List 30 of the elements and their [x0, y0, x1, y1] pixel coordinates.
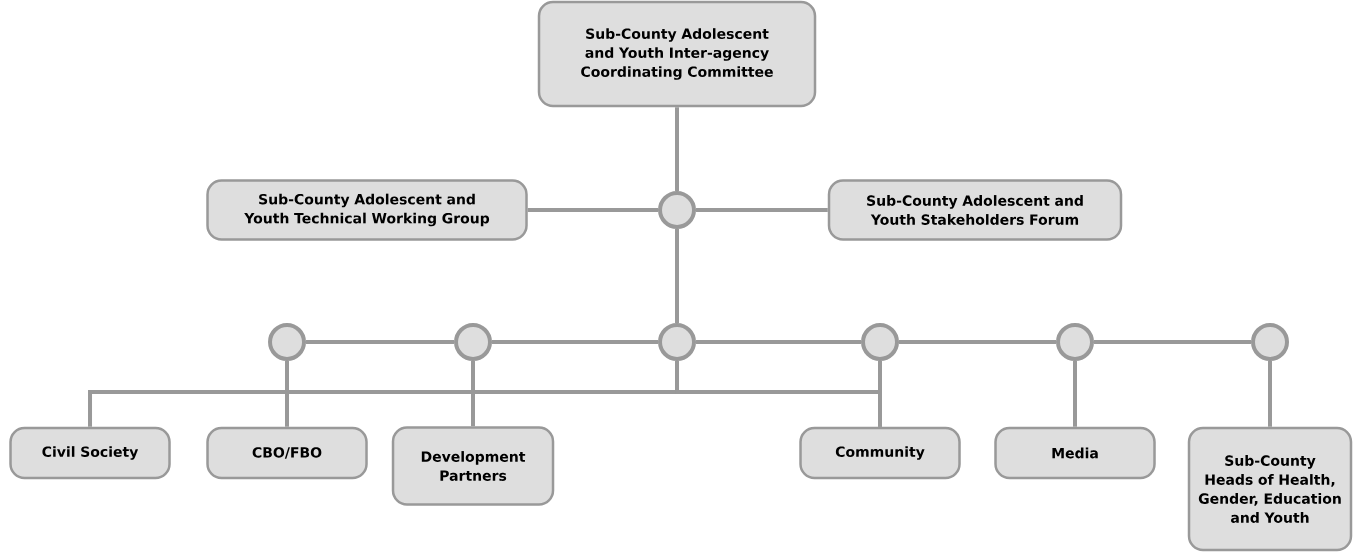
connector-line: [675, 107, 679, 191]
org-box: CBO/FBO: [206, 426, 368, 480]
connector-line: [1268, 361, 1272, 427]
junction-circle: [1251, 323, 1289, 361]
junction-circle: [658, 323, 696, 361]
org-box: Sub-County Adolescent and Youth Stakeholders Forum: [827, 179, 1123, 241]
org-box: Sub-County Adolescent and Youth Inter-agency Coordinating Committee: [537, 0, 817, 108]
connector-line: [1073, 361, 1077, 427]
org-box: Sub-County Adolescent and Youth Technical Working Group: [206, 179, 528, 241]
connector-line: [675, 229, 679, 323]
junction-circle: [658, 191, 696, 229]
junction-circle: [1056, 323, 1094, 361]
connector-line: [471, 361, 475, 427]
org-box: Community: [799, 426, 961, 480]
connector-line: [527, 208, 658, 212]
connector-line: [492, 340, 658, 344]
org-box: Sub-County Heads of Health, Gender, Education and Youth: [1187, 426, 1353, 552]
connector-line: [1094, 340, 1251, 344]
connector-line: [696, 340, 861, 344]
connector-line: [306, 340, 454, 344]
org-box: Development Partners: [391, 426, 555, 506]
connector-line: [285, 361, 289, 427]
connector-line: [878, 361, 882, 427]
junction-circle: [454, 323, 492, 361]
org-box: Civil Society: [9, 426, 171, 480]
junction-circle: [268, 323, 306, 361]
connector-line: [899, 340, 1056, 344]
connector-line: [696, 208, 828, 212]
org-box: Media: [994, 426, 1156, 480]
junction-circle: [861, 323, 899, 361]
